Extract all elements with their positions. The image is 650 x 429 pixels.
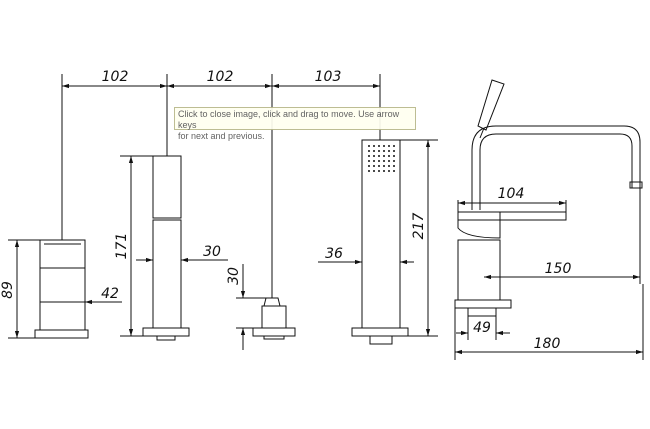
nozzle-dot xyxy=(378,155,380,157)
nozzle-dot xyxy=(388,170,390,172)
dim-label-top-2: 102 xyxy=(207,69,234,85)
nozzle-dot xyxy=(373,150,375,152)
dim-label-top-3: 103 xyxy=(315,69,342,85)
nozzle-dot xyxy=(383,160,385,162)
hand-shower xyxy=(351,139,409,345)
nozzle-dot xyxy=(393,155,395,157)
nozzle-dot xyxy=(393,170,395,172)
nozzle-dot xyxy=(383,150,385,152)
dim-label-36: 36 xyxy=(325,246,343,262)
bath-mixer xyxy=(454,79,643,317)
dim-label-217: 217 xyxy=(411,213,427,240)
nozzle-dot xyxy=(373,165,375,167)
nozzle-dot xyxy=(393,145,395,147)
nozzle-dot xyxy=(383,165,385,167)
nozzle-dot xyxy=(383,145,385,147)
nozzle-dot xyxy=(368,170,370,172)
nozzle-dot xyxy=(373,170,375,172)
nozzle-dot xyxy=(378,150,380,152)
nozzle-dot xyxy=(388,145,390,147)
nozzle-dot xyxy=(388,160,390,162)
nozzle-dot xyxy=(393,150,395,152)
shower-head-nozzles xyxy=(368,145,395,172)
image-viewer-tooltip[interactable]: Click to close image, click and drag to … xyxy=(174,107,416,141)
nozzle-dot xyxy=(388,155,390,157)
nozzle-dot xyxy=(368,160,370,162)
dim-label-30-horizontal: 30 xyxy=(203,244,221,260)
dim-label-42: 42 xyxy=(101,286,119,302)
dim-label-104: 104 xyxy=(498,186,525,202)
nozzle-dot xyxy=(378,170,380,172)
nozzle-dot xyxy=(388,165,390,167)
dim-label-30-vertical: 30 xyxy=(226,267,242,285)
nozzle-dot xyxy=(388,150,390,152)
nozzle-dot xyxy=(373,145,375,147)
small-knob xyxy=(252,297,296,340)
nozzle-dot xyxy=(378,165,380,167)
nozzle-dot xyxy=(378,145,380,147)
nozzle-dot xyxy=(393,160,395,162)
dim-label-171: 171 xyxy=(114,233,130,260)
nozzle-dot xyxy=(373,160,375,162)
tooltip-line-1: Click to close image, click and drag to … xyxy=(178,109,400,130)
nozzle-dot xyxy=(378,160,380,162)
nozzle-dot xyxy=(373,155,375,157)
nozzle-dot xyxy=(368,165,370,167)
column-handle xyxy=(142,155,190,341)
dim-label-49: 49 xyxy=(473,320,491,336)
nozzle-dot xyxy=(383,170,385,172)
dim-label-top-1: 102 xyxy=(102,69,129,85)
nozzle-dot xyxy=(368,145,370,147)
diverter-base xyxy=(34,239,89,339)
nozzle-dot xyxy=(393,165,395,167)
dim-label-150: 150 xyxy=(545,261,572,277)
nozzle-dot xyxy=(368,150,370,152)
dim-label-89: 89 xyxy=(0,281,16,299)
tooltip-line-2: for next and previous. xyxy=(178,131,265,141)
nozzle-dot xyxy=(368,155,370,157)
nozzle-dot xyxy=(383,155,385,157)
dim-label-180: 180 xyxy=(534,336,561,352)
